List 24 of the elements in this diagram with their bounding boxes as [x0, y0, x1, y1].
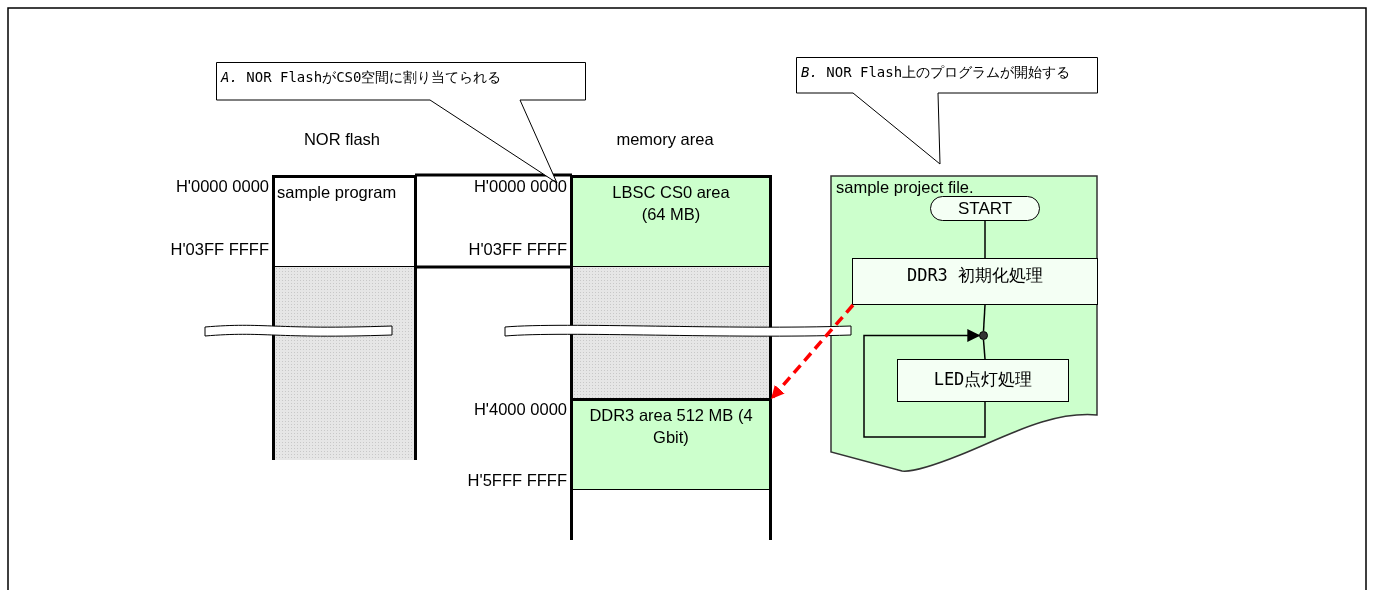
connector-line — [982, 304, 986, 332]
address-label: H'4000 0000 — [472, 400, 567, 419]
connector-line — [984, 220, 986, 259]
memory-cell — [570, 490, 772, 540]
terminator-shape: START — [930, 196, 1040, 221]
reserved-cell — [272, 267, 417, 460]
address-label: H'03FF FFFF — [467, 240, 567, 259]
arrow — [770, 303, 855, 400]
memory-cell: sample program — [272, 175, 417, 269]
process-box: LED点灯処理 — [897, 359, 1069, 402]
document-shape — [830, 175, 1098, 475]
callout-box: B. NOR Flash上のプログラムが開始する — [796, 57, 1098, 167]
memory-cell: LBSC CS0 area (64 MB) — [570, 175, 772, 269]
column-heading: NOR flash — [302, 130, 382, 149]
column-heading: memory area — [615, 130, 715, 149]
document-title: sample project file. — [836, 178, 974, 197]
junction-dot — [979, 331, 988, 340]
address-label: H'03FF FFFF — [169, 240, 269, 259]
reserved-cell — [570, 267, 772, 400]
memory-cell: DDR3 area 512 MB (4 Gbit) — [570, 398, 772, 492]
connector-line — [982, 339, 986, 360]
process-box: DDR3 初期化処理 — [852, 258, 1098, 305]
arrow — [863, 329, 986, 438]
address-label: H'5FFF FFFF — [466, 471, 567, 490]
